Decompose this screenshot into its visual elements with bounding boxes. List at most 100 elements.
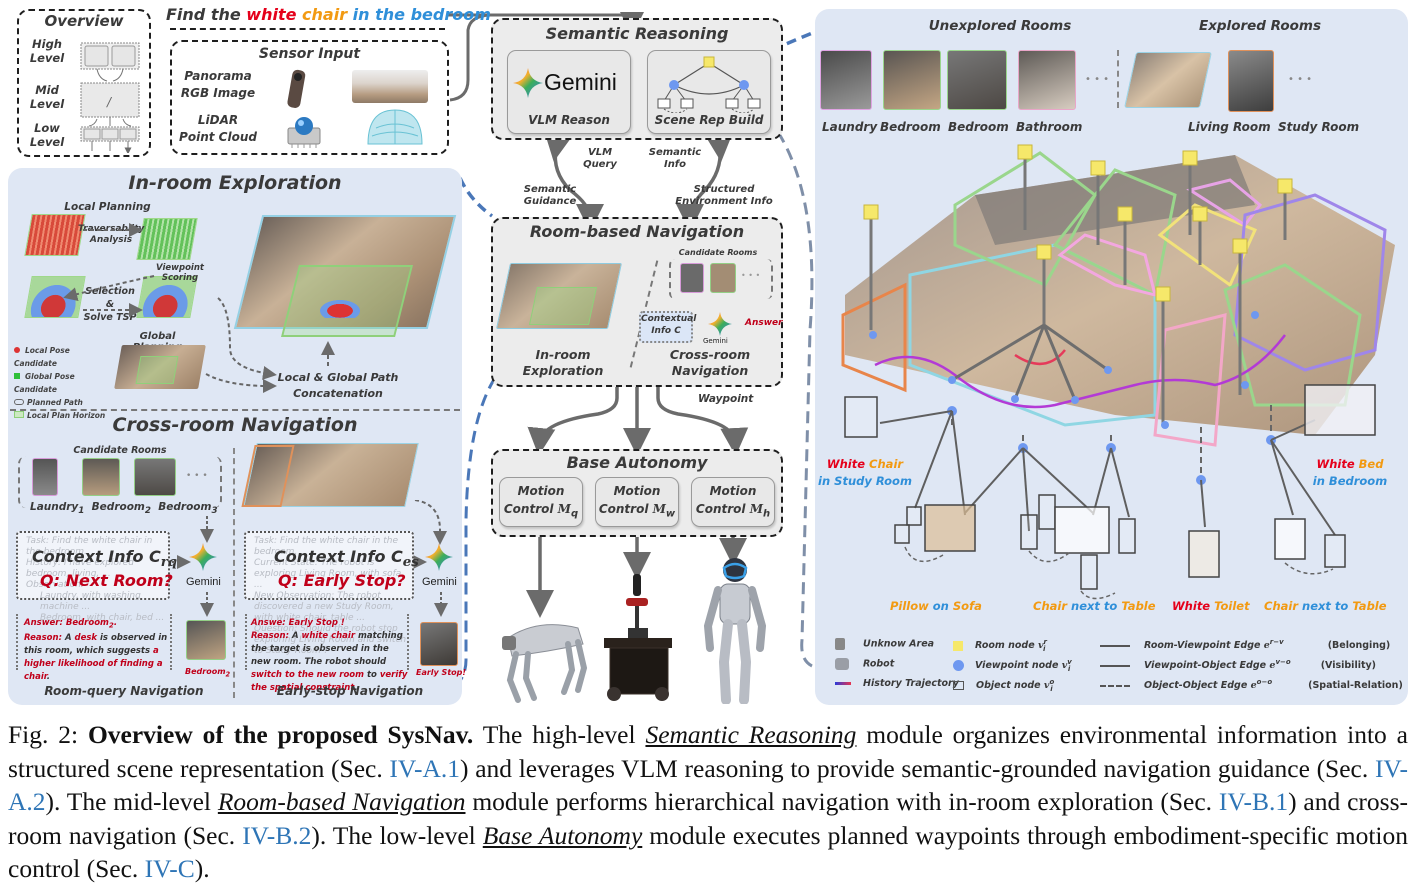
link-sec-iv-c[interactable]: IV-C [144,854,195,884]
figure-caption: Fig. 2: Overview of the proposed SysNav.… [8,720,1408,884]
object-object-edges [904,546,1334,600]
candidate-ellipsis: • • • [186,471,208,481]
crossroom-vertical-divider [233,448,235,698]
semantic-info-arrow [676,132,733,232]
es-answer-text: Answe: Early Stop ! Reason: A white chai… [251,618,408,693]
link-sec-iv-b1[interactable]: IV-B.1 [1218,787,1289,817]
global-planning-horizon [135,356,179,384]
legend-viewpoint-node: Viewpoint node vvi [953,658,1072,673]
humanoid-robot-icon [703,558,767,704]
vlm-reason-card[interactable]: Gemini VLM Reason [507,50,631,134]
es-faint-text: Task: Find the white chair in the bedroo… [254,536,407,656]
es-answer-box [245,614,409,670]
scene-rep-card[interactable]: Scene Rep Build [647,50,771,134]
panorama-image [352,70,428,103]
link-sec-iv-b2[interactable]: IV-B.2 [242,820,312,850]
room-nodes [863,144,1293,302]
vlm-query-arrow [544,131,604,232]
legend-robot: Robot [835,658,894,670]
room-node-stems [869,153,1287,425]
semantic-right-connector [776,131,814,668]
room-nav-candidate-bracket [669,259,773,299]
context-info-es-title: Context Info Ces [274,547,419,571]
rq-result-bedroom-thumb [186,620,226,660]
object-label-chair-table-1: Chair next to Table [1033,599,1156,613]
link-sec-iv-a1[interactable]: IV-A.1 [389,753,461,783]
panel-divider [10,409,460,411]
svg-text:/: / [106,95,113,109]
es-gemini-icon [425,543,453,571]
legend-plan-horizon: Local Plan Horizon [14,409,114,422]
crossroom-title: Cross-room Navigation [112,414,358,436]
bathroom-box-2 [1186,178,1263,228]
es-result-label: Early Stop! [416,668,467,677]
bedroom-box-2 [1052,168,1177,298]
rooms-divider [1117,50,1119,108]
scene-rep-label: Scene Rep Build [654,113,764,127]
legend-object-node: Object node voi [953,678,1054,693]
candidate-bedroom2-thumb [82,458,120,496]
scene-graph-floorplan [841,144,1395,600]
room-nav-ellipsis: • • • [741,271,761,280]
rq-gemini-label: Gemini [186,576,221,588]
unexplored-ellipsis: • • • [1085,74,1110,85]
rq-answer-box [16,614,172,670]
es-gemini-label: Gemini [422,576,457,588]
query-text: Find the white chair in the bedroom [166,5,491,24]
master-bedroom-box [1233,193,1387,372]
inroom-horizon-box [528,287,598,325]
sensor-title: Sensor Input [258,46,361,62]
legend-room-node: Room node vri [953,638,1047,653]
room-nav-gemini-icon [708,312,732,336]
panorama-camera-icon [287,69,306,108]
overview-diagram-icon: / [80,42,140,153]
legend-local-pose: Local Pose Candidate [14,346,70,368]
context-info-es-box: Task: Find the white chair in the bedroo… [244,531,419,656]
es-result-study-thumb [420,622,458,666]
room-nav-title: Room-based Navigation [529,222,745,241]
bedroom-box-3 [1223,263,1362,407]
room-nav-candidate-label: Candidate Rooms [678,248,758,257]
next-room-question: Q: Next Room? [40,571,173,590]
candidate-bedroom3-thumb [134,458,176,496]
legend-viewpoint-object-edge: Viewpoint-Object Edge ev−o(Visibility) [1100,658,1376,671]
bathroom-box-1 [1057,233,1158,298]
legend-object-object-edge: Object-Object Edge eo−o(Spatial-Relation… [1100,678,1403,691]
candidate-laundry-thumb [32,458,58,496]
unexplored-bedroom2-thumb [947,50,1007,110]
link-sec-iv-a2[interactable]: IV-A.2 [8,753,1408,817]
context-info-rq-title: Context Info Crq [32,547,178,571]
crossroom-candidate-bracket [18,456,222,508]
unexplored-rooms-title: Unexplored Rooms [928,18,1072,34]
inroom-flow-arrows [63,223,335,393]
unexplored-bedroom1-thumb [883,50,941,110]
inroom-connector [458,177,494,218]
crossroom-small-arrows [172,500,448,617]
early-stop-navigation-label: Early-stop Navigation [276,684,424,698]
scene-graph-icon [657,56,761,113]
viewpoint-nodes [869,311,1259,429]
legend-history-trajectory: History Trajectory [835,678,959,689]
query-underline [170,28,445,30]
history-trajectory-red [1014,349,1066,365]
laundry-box [1157,203,1258,288]
local-planning-label: Local Planning [64,201,151,213]
legend-unknown-area: Unknow Area [835,638,934,650]
legend-global-pose: Global Pose Candidate [14,372,75,394]
inroom-legend: Local Pose Candidate Global Pose Candida… [14,344,114,422]
